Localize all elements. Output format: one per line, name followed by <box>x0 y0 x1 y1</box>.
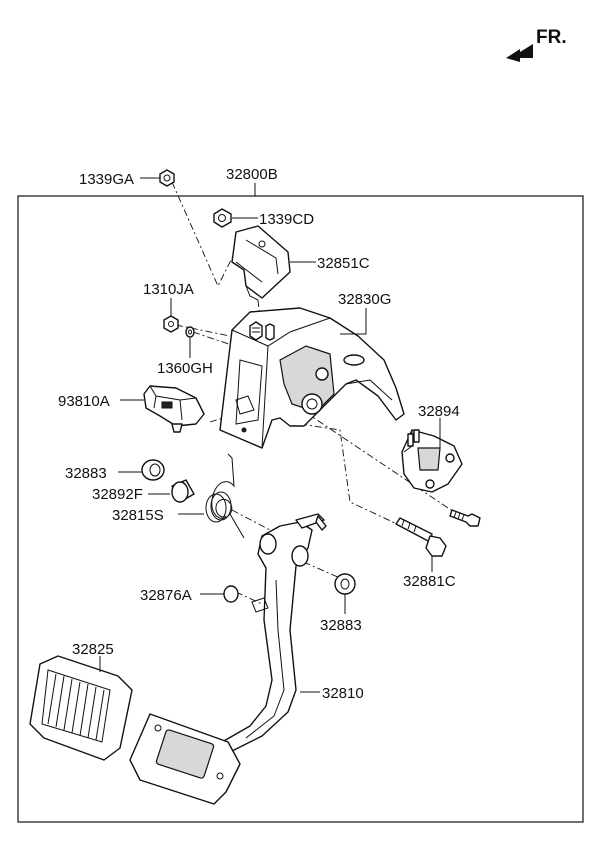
label-32825: 32825 <box>72 641 114 658</box>
label-1339GA: 1339GA <box>79 171 134 188</box>
switch-93810A <box>143 385 205 433</box>
label-32800B: 32800B <box>226 166 278 183</box>
label-1339CD: 1339CD <box>259 211 314 228</box>
spring-32815S <box>205 453 245 539</box>
label-32830G: 32830G <box>338 291 391 308</box>
pedal-bracket-32830G <box>219 307 405 449</box>
label-32894: 32894 <box>418 403 460 420</box>
pedal-plate <box>129 713 241 805</box>
label-32810: 32810 <box>322 685 364 702</box>
nut-1339CD <box>213 208 232 228</box>
bushing-32883-right <box>334 573 356 595</box>
stopper-32892F <box>171 479 195 503</box>
washer-1360GH <box>185 326 195 338</box>
sensor-32894 <box>401 429 463 493</box>
label-32851C: 32851C <box>317 255 370 272</box>
bushing-32883-left <box>141 459 165 481</box>
label-32883-right: 32883 <box>320 617 362 634</box>
pad-32876A <box>223 585 239 603</box>
bolt-32881C <box>395 517 447 557</box>
bracket-32851C <box>231 225 291 301</box>
label-1310JA: 1310JA <box>143 281 194 298</box>
nut-1310JA <box>163 315 179 333</box>
front-label: FR. <box>536 27 567 48</box>
label-32881C: 32881C <box>403 573 456 590</box>
pedal-pad-32825 <box>29 655 133 761</box>
label-1360GH: 1360GH <box>157 360 213 377</box>
label-32876A: 32876A <box>140 587 192 604</box>
label-32883-left: 32883 <box>65 465 107 482</box>
front-arrow-icon <box>506 44 533 62</box>
label-32892F: 32892F <box>92 486 143 503</box>
assembly-frame <box>17 195 584 823</box>
nut-1339GA <box>159 169 175 187</box>
label-93810A: 93810A <box>58 393 110 410</box>
label-32815S: 32815S <box>112 507 164 524</box>
pedal-arm-32810 <box>213 513 327 755</box>
front-direction-indicator: FR. <box>506 27 567 62</box>
bolt-small <box>449 509 481 527</box>
